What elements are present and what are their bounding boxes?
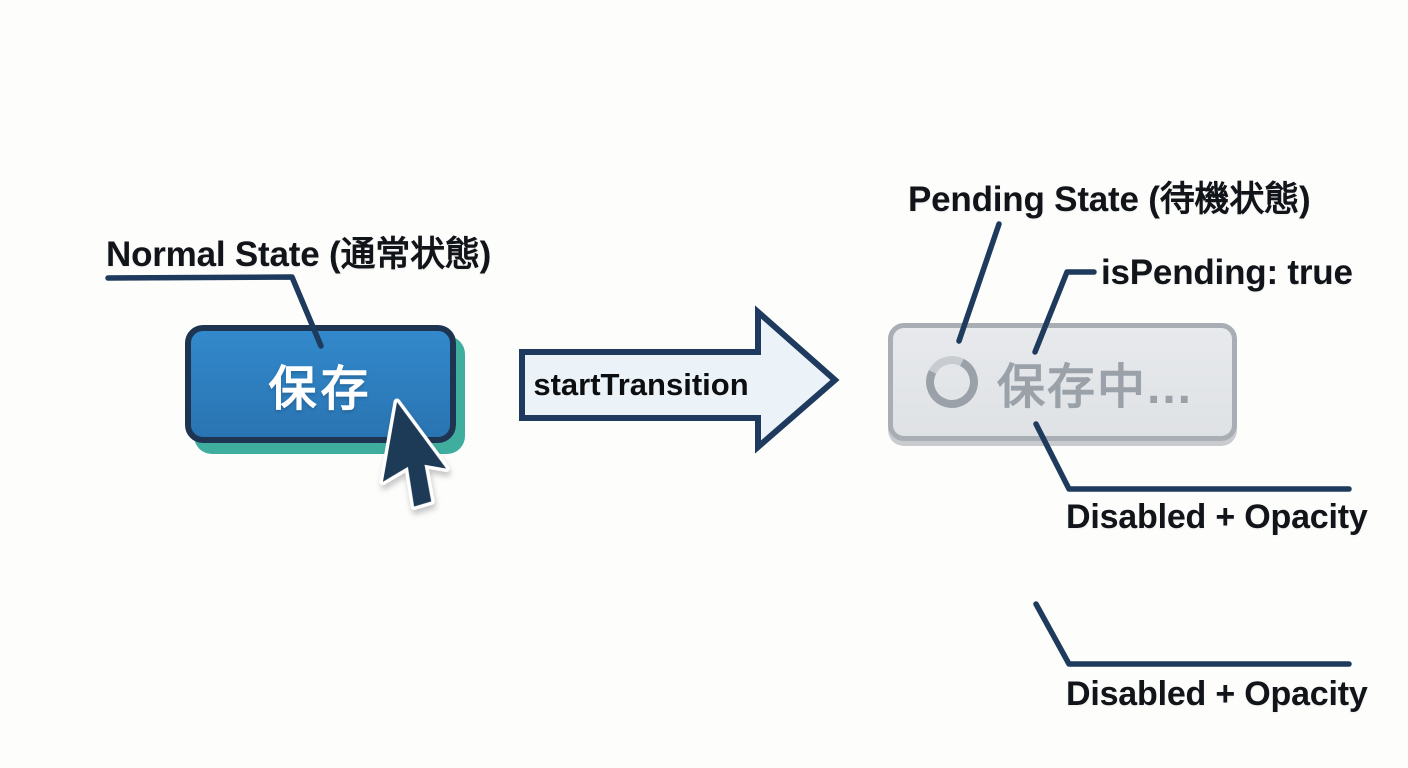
loading-spinner-icon <box>919 349 985 415</box>
normal-state-label: Normal State (通常状態) <box>106 235 492 274</box>
saving-button[interactable]: 保存中... <box>888 323 1237 441</box>
start-transition-label: startTransition <box>533 367 749 402</box>
disabled-opacity-label-top: Disabled + Opacity <box>1066 498 1368 536</box>
pending-state-label: Pending State (待機状態) <box>908 180 1311 219</box>
save-button[interactable]: 保存 <box>185 325 456 443</box>
disabled-opacity-bottom-callout-line <box>1033 601 1352 667</box>
save-button-label: 保存 <box>268 363 373 416</box>
saving-button-label: 保存中... <box>997 361 1194 414</box>
disabled-opacity-label-bottom: Disabled + Opacity <box>1066 675 1368 713</box>
is-pending-label: isPending: true <box>1101 253 1353 292</box>
